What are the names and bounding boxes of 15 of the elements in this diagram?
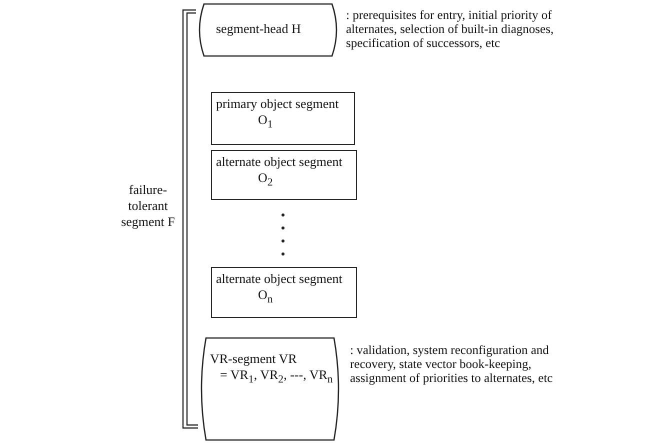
segment-name: primary object segment bbox=[216, 96, 339, 112]
segment-name: alternate object segment bbox=[216, 154, 342, 170]
segment-name: alternate object segment bbox=[216, 271, 342, 287]
segment-name: VR-segment VR bbox=[210, 351, 297, 367]
annotation-text: : prerequisites for entry, initial priority of alternates, selection of built-in diagnoses, specification of successors, etc bbox=[346, 8, 555, 50]
segment-box bbox=[211, 150, 357, 200]
segment-box bbox=[211, 92, 355, 145]
segment-symbol: = VR$_{1}$, VR$_{2}$, ---, VR$_{n}$ bbox=[219, 367, 333, 388]
segment-symbol: O$_{1}$ bbox=[257, 112, 273, 133]
segment-box bbox=[211, 267, 357, 318]
segment-symbol: O$_{2}$ bbox=[257, 170, 273, 191]
bracket-label: failure-tolerant segment F bbox=[120, 182, 176, 230]
annotation-text: : validation, system reconfiguration and recovery, state vector book-keeping, assignment of priorities to alternates, etc bbox=[350, 343, 554, 385]
segment-name: segment-head H bbox=[216, 21, 301, 37]
segment-symbol: O$_{n}$ bbox=[257, 287, 273, 308]
